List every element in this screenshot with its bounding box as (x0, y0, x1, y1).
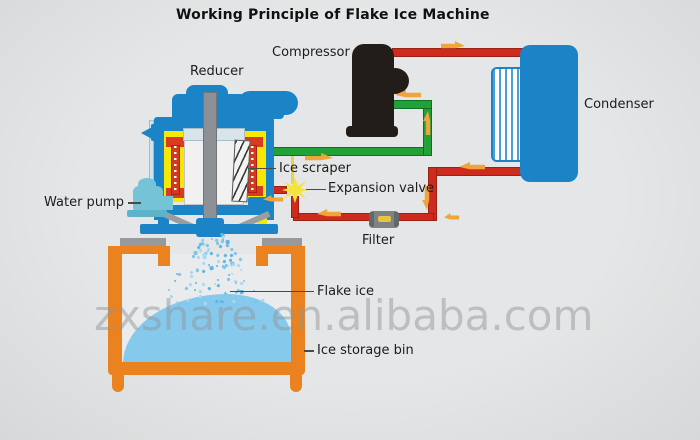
liquid-pipe-bottom (293, 213, 434, 221)
flow-arrow-to-filter (317, 209, 341, 217)
water-pump-body (133, 186, 163, 212)
leader-flake-ice (230, 291, 314, 292)
reducer-label: Reducer (190, 64, 244, 79)
flow-arrow-drum-inlet (263, 195, 283, 202)
flake-ice-label: Flake ice (317, 284, 375, 299)
filter-sight-glass (378, 216, 391, 222)
valve-sensing-line (291, 156, 294, 184)
page-title: Working Principle of Flake Ice Machine (176, 7, 490, 23)
ice-scraper-label: Ice scraper (279, 161, 351, 176)
filter-cap-right (394, 212, 399, 227)
drive-shaft (203, 92, 217, 232)
drum-skirt-left (158, 213, 169, 227)
bin-wall-right (291, 246, 305, 368)
compressor-label: Compressor (272, 45, 350, 60)
water-pump-base (127, 210, 167, 217)
water-pump-outlet (161, 196, 173, 210)
reducer-motor-step (244, 110, 284, 119)
water-pump-label: Water pump (44, 195, 124, 210)
condenser-label: Condenser (584, 97, 654, 112)
bin-lip-left (158, 246, 170, 266)
leader-expansion-valve (306, 189, 326, 190)
flow-arrow-liquid-down (422, 186, 430, 210)
condenser-body (520, 45, 578, 182)
leader-ice-scraper (248, 168, 276, 169)
bin-cap-right (262, 238, 302, 246)
suction-pipe-to-compressor (390, 100, 432, 109)
flow-arrow-suction (305, 153, 333, 161)
drum-wall-right (263, 128, 274, 220)
drum-wall-left (154, 128, 165, 220)
flow-arrow-condenser-out (459, 162, 485, 170)
ice-scraper-blade (231, 139, 251, 203)
bin-leg-left (112, 373, 124, 392)
bin-leg-right (290, 373, 302, 392)
leader-ice-storage-bin (304, 350, 314, 352)
expansion-valve-label: Expansion valve (328, 181, 435, 196)
bin-bottom (108, 362, 305, 375)
flow-arrow-liquid-small (444, 213, 459, 220)
bin-flange-left (108, 246, 170, 254)
suction-pipe-horizontal (262, 147, 432, 156)
ice-storage-bin-label: Ice storage bin (317, 343, 414, 358)
flow-arrow-to-compressor (395, 90, 421, 98)
expansion-valve-body (282, 177, 308, 203)
drum-header-top-right (245, 137, 263, 147)
evaporator-coil-left (171, 145, 180, 195)
filter-label: Filter (362, 233, 395, 248)
flow-arrow-suction-up (423, 111, 431, 135)
condenser-fins (491, 67, 526, 162)
drum-header-top-left (166, 137, 184, 147)
bin-lip-right (256, 246, 268, 266)
leader-water-pump (128, 202, 141, 204)
compressor-base (346, 126, 398, 137)
bin-wall-left (108, 246, 122, 368)
filter-cap-left (369, 212, 374, 227)
discharge-pipe (392, 48, 523, 57)
bin-cap-left (120, 238, 166, 246)
flow-arrow-discharge (441, 41, 465, 49)
compressor-muffler (381, 68, 409, 94)
tray-hub (196, 218, 224, 237)
bin-flange-right (256, 246, 305, 254)
water-inlet-nozzle (141, 126, 154, 140)
